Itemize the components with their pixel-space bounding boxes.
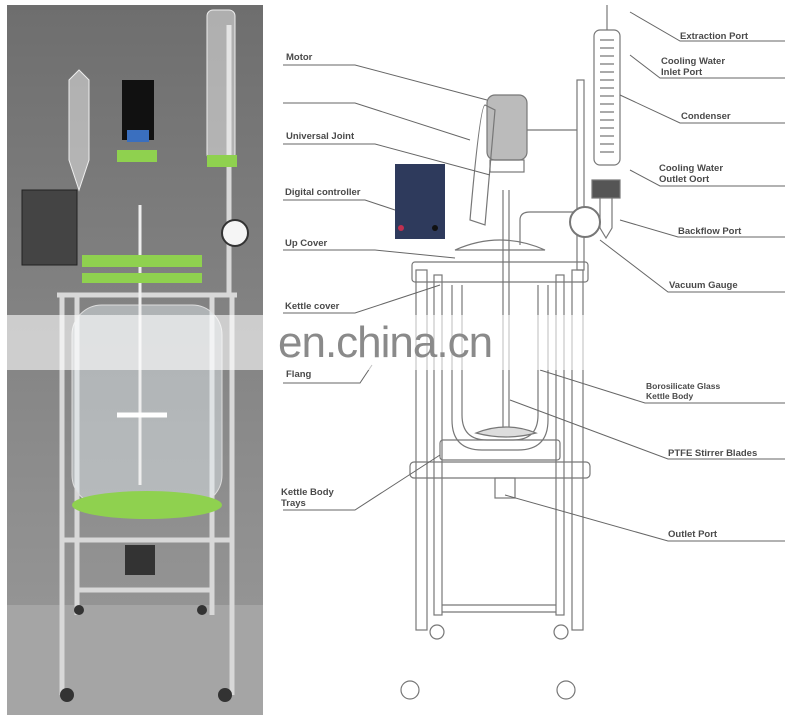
label-cooling-water-inlet-port: Cooling Water Inlet Port [661,56,726,78]
label-kettle-cover: Kettle cover [285,301,340,312]
label-universal-joint: Universal Joint [286,131,355,142]
label-condenser: Condenser [681,111,731,122]
label-cooling-water-outlet-oort: Cooling Water Outlet Oort [659,163,724,185]
label-borosilicate-glass-kettle-body: Borosilicate Glass Kettle Body [646,381,721,401]
watermark-band [0,315,600,370]
label-extraction-port: Extraction Port [680,31,749,42]
label-flang: Flang [286,369,312,380]
watermark: en.china.cn [278,318,493,367]
label-digital-controller: Digital controller [285,187,361,198]
label-outlet-port: Outlet Port [668,529,718,540]
label-motor: Motor [286,52,313,63]
label-backflow-port: Backflow Port [678,226,742,237]
label-ptfe-stirrer-blades: PTFE Stirrer Blades [668,448,758,459]
label-vacuum-gauge: Vacuum Gauge [669,280,738,291]
label-up-cover: Up Cover [285,238,328,249]
label-kettle-body-trays: Kettle Body Trays [281,487,334,509]
